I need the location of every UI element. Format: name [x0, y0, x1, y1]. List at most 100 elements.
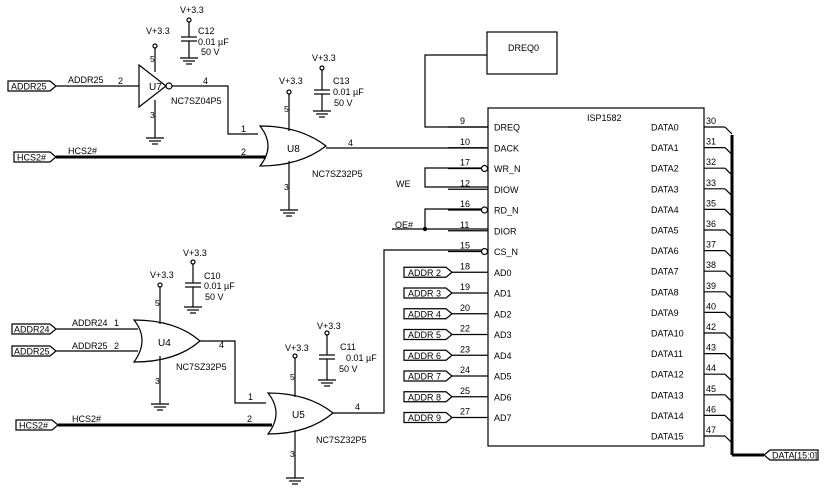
pin-name: AD7: [494, 413, 512, 423]
u5-pin-a: 1: [248, 392, 253, 402]
port-addr-label: ADDR 7: [408, 372, 441, 382]
u5-vcc-label: V+3.3: [285, 343, 309, 353]
pin-number: 24: [460, 365, 470, 375]
isp1582-right-pins: 30DATA031DATA132DATA233DATA335DATA436DAT…: [651, 116, 733, 444]
pin-name: DATA4: [651, 205, 679, 215]
active-low-bubble: [480, 247, 489, 256]
pin-number: 19: [460, 282, 470, 292]
pin-name: DATA8: [651, 287, 679, 297]
port-addr-label: ADDR 6: [408, 351, 441, 361]
pin-name: DATA2: [651, 164, 679, 174]
svg-text:V+3.3: V+3.3: [183, 248, 207, 258]
cap-c13-value: 0.01 µF: [333, 87, 364, 97]
pin-number: 31: [706, 137, 716, 147]
isp1582-body: [487, 107, 705, 447]
pin-name: DATA3: [651, 184, 679, 194]
net-addr25-label: ADDR25: [68, 75, 104, 85]
pin-number: 44: [706, 363, 716, 373]
port-addr25-b-shape: [11, 345, 57, 357]
u4-or-gate-group: ADDR24 ADDR25 ADDR24 1 ADDR25 2 U4 NC7SZ…: [11, 270, 266, 411]
dreq0-label: DREQ0: [508, 43, 539, 53]
pin-number: 36: [706, 219, 716, 229]
port-data-bus-label: DATA[15:0]: [772, 451, 817, 461]
port-addr-label: ADDR 5: [408, 330, 441, 340]
pin-number: 35: [706, 198, 716, 208]
u8-pin-a: 1: [241, 124, 246, 134]
net-addr24-label: ADDR24: [72, 318, 108, 328]
pin-name: DACK: [494, 143, 519, 153]
cap-c10-voltage: 50 V: [205, 292, 224, 302]
u7-inverter-group: ADDR25 ADDR25 2 U7 NC7SZ04P5 V+3.3 5 3 4: [7, 26, 258, 145]
cap-c12-group: V+3.3 C12 0.01 µF 50 V: [180, 5, 229, 65]
hcs2-bottom-net: HCS2# HCS2#: [15, 414, 272, 431]
port-addr: ADDR 3: [403, 287, 453, 299]
u5-pin-b: 2: [247, 414, 252, 424]
pin-number: 30: [706, 116, 716, 126]
port-hcs2-top-label: HCS2#: [17, 153, 46, 163]
pin-name: AD0: [494, 268, 512, 278]
u8-pin-vcc: 5: [284, 104, 289, 114]
pin-number: 10: [460, 137, 470, 147]
port-hcs2-bottom-shape: [15, 419, 59, 431]
u5-ref: U5: [292, 410, 305, 421]
pin-number: 25: [460, 386, 470, 396]
port-addr-label: ADDR 4: [408, 309, 441, 319]
pin-name: DIOR: [494, 226, 517, 236]
u8-pin-b: 2: [241, 147, 246, 157]
cap-c12-value: 0.01 µF: [198, 37, 229, 47]
ground-icon: [280, 209, 298, 217]
port-addr-label: ADDR 3: [408, 289, 441, 299]
u8-ref: U8: [287, 144, 300, 155]
isp1582-name: ISP1582: [587, 113, 622, 123]
u5-pin-gnd: 3: [290, 449, 295, 459]
cap-c11-value: 0.01 µF: [346, 353, 377, 363]
svg-text:V+3.3: V+3.3: [180, 5, 204, 15]
pin-number: 9: [460, 116, 465, 126]
pin-name: DREQ: [494, 123, 520, 133]
u7-pin-out: 4: [203, 76, 208, 86]
cap-c10-value: 0.01 µF: [204, 281, 235, 291]
ground-icon: [151, 403, 169, 411]
u7-bubble: [165, 82, 173, 90]
pin-number: 12: [460, 178, 470, 188]
u5-part: NC7SZ32P5: [316, 435, 367, 445]
pin-name: DATA13: [651, 390, 684, 400]
u4-pin-a: 1: [114, 318, 119, 328]
u7-part: NC7SZ04P5: [171, 96, 222, 106]
pin-name: DATA9: [651, 308, 679, 318]
port-addr24-shape: [11, 323, 57, 335]
cap-c11-group: V+3.3 C11 0.01 µF 50 V: [317, 321, 377, 387]
pin-name: DIOW: [494, 185, 519, 195]
pin-name: DATA1: [651, 143, 679, 153]
ground-icon: [146, 137, 164, 145]
port-addr: ADDR 2: [403, 266, 453, 278]
u7-vcc-label: V+3.3: [146, 26, 170, 36]
cap-c13-voltage: 50 V: [334, 98, 353, 108]
u5-or-symbol: [266, 392, 334, 435]
u7-inverter-symbol: [138, 63, 167, 109]
we-oe-nets: WE OE#: [392, 167, 488, 232]
port-addr25-shape: [7, 80, 57, 92]
port-addr24-label: ADDR24: [14, 325, 50, 335]
u4-vcc-label: V+3.3: [150, 270, 174, 280]
port-addr-label: ADDR 9: [408, 413, 441, 423]
cap-c13-group: V+3.3 C13 0.01 µF 50 V: [312, 53, 364, 118]
u8-vcc-label: V+3.3: [279, 76, 303, 86]
port-addr-label: ADDR 2: [408, 268, 441, 278]
u5-pin-out: 4: [355, 402, 360, 412]
pin-name: CS_N: [494, 247, 518, 257]
pin-name: AD3: [494, 330, 512, 340]
active-low-bubble: [480, 206, 489, 214]
u5-or-gate-group: U5 NC7SZ32P5 1 2 V+3.3 5 3 4: [247, 249, 488, 485]
